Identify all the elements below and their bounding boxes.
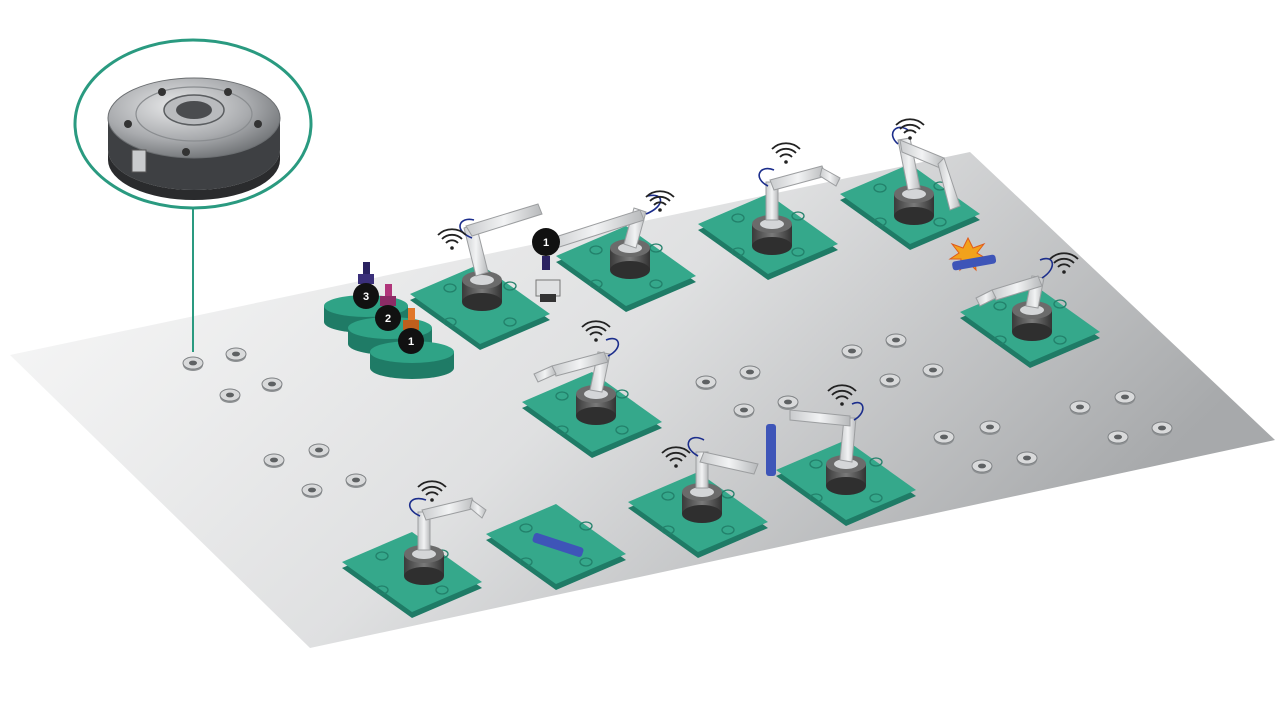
wireless-signal-icon (645, 190, 675, 213)
mount-point-icon (885, 333, 907, 349)
robot-module-j (766, 384, 917, 527)
mount-point-icon (1016, 451, 1038, 467)
mount-point-icon (308, 443, 330, 459)
robot-module-h (485, 503, 627, 591)
robot-module-e (959, 252, 1101, 369)
mount-point-icon (219, 388, 241, 404)
factory-floor (10, 152, 1275, 648)
mount-point-icon (841, 344, 863, 360)
mount-point-icon (263, 453, 285, 469)
robot-arm (789, 401, 866, 495)
robot-base (894, 185, 934, 225)
robot-module-a (409, 203, 551, 351)
mount-point-icon (971, 459, 993, 475)
robot-arm (459, 203, 543, 311)
tool-holder-badge: 1 (532, 228, 561, 302)
robot-base (682, 483, 722, 523)
workpiece-bar (532, 532, 584, 558)
mount-point-icon (933, 430, 955, 446)
mount-point-icon (979, 420, 1001, 436)
robot-module-d (839, 118, 981, 251)
mount-point-icon (695, 375, 717, 391)
robot-module-i (627, 436, 769, 559)
robot-base (462, 271, 502, 311)
robot-arm (891, 126, 961, 225)
workpiece-bar (766, 424, 776, 476)
tool-3-label: 3 (363, 291, 369, 303)
wireless-signal-icon (437, 228, 467, 251)
robot-base (752, 215, 792, 255)
mount-point-icon (301, 483, 323, 499)
mount-point-icon (922, 363, 944, 379)
robot-arm (533, 337, 620, 425)
mount-point-icon (345, 473, 367, 489)
wireless-signal-icon (895, 118, 925, 141)
tool-2-label: 2 (385, 313, 391, 325)
tool-1: 1 (398, 308, 424, 354)
tool-stand: 3 2 1 (324, 262, 454, 379)
mount-point-icon (1151, 421, 1173, 437)
robot-arm (404, 497, 487, 585)
robot-arm (752, 165, 841, 255)
robot-arm (975, 257, 1054, 341)
callout-coupling-detail (73, 38, 313, 352)
tool-1-label: 1 (408, 336, 414, 348)
mount-point-icon (879, 373, 901, 389)
robot-arm (682, 436, 759, 523)
mount-point-icon (1069, 400, 1091, 416)
mount-point-icon (733, 403, 755, 419)
robot-module-g (341, 480, 487, 619)
mount-point-icon (1114, 390, 1136, 406)
tool-changer-coupling-icon (107, 77, 281, 200)
mount-point-icon (739, 365, 761, 381)
mount-point-icon (1107, 430, 1129, 446)
mount-point-icon (225, 347, 247, 363)
collision-spark-icon (948, 236, 997, 272)
tool-holder-badge-label: 1 (543, 237, 549, 249)
mount-point-icon (182, 356, 204, 372)
robot-module-c (697, 142, 841, 281)
tool-3: 3 (353, 262, 379, 309)
robot-module-f (521, 320, 663, 459)
wireless-signal-icon (771, 142, 801, 165)
tool-2: 2 (375, 284, 401, 331)
robot-module-b: 1 (532, 190, 697, 313)
mount-point-icon (261, 377, 283, 393)
robot-base (404, 545, 444, 585)
mount-point-icon (777, 395, 799, 411)
